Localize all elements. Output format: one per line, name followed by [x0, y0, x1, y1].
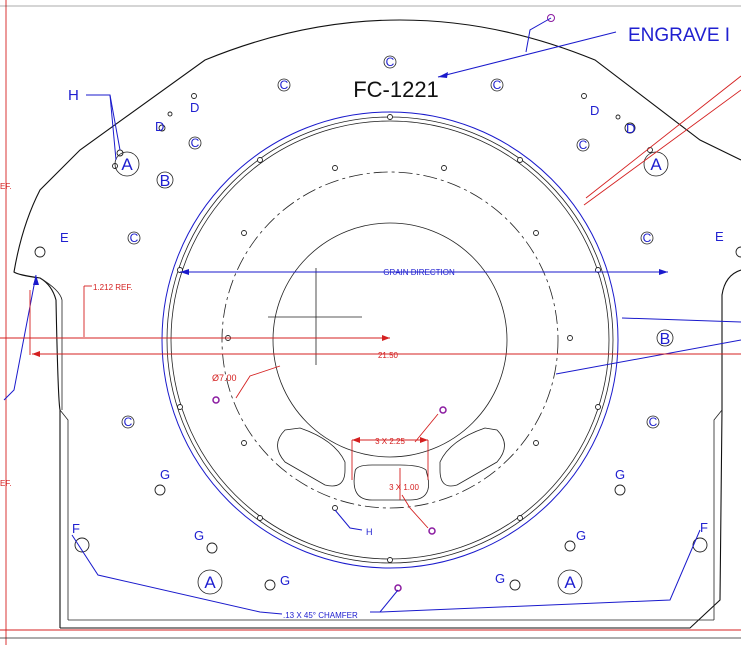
hole-label-a: A [121, 155, 133, 174]
hole-label-c: C [130, 231, 139, 245]
hole-label-c: C [643, 231, 652, 245]
slot-large-dimension: 3 X 2.25 [375, 437, 405, 446]
hole-diameter-dimension: Ø7.00 [212, 373, 237, 383]
arrow-heads [33, 72, 668, 285]
left-ref-label: EF. [0, 182, 12, 191]
hole-label-c: C [579, 138, 588, 152]
hole-label-g: G [615, 467, 625, 482]
overall-width-dimension: 21.50 [378, 351, 399, 360]
chamfer-note: .13 X 45° CHAMFER [283, 611, 358, 620]
part-number: FC-1221 [353, 77, 439, 102]
hole-label-b: B [660, 331, 671, 348]
red-arrow-heads [32, 335, 428, 443]
hole-label-c: C [124, 415, 133, 429]
hole-label-c: C [191, 136, 200, 150]
hole-label-e: E [715, 229, 724, 244]
hole-label-g: G [495, 571, 505, 586]
left-ref-label: EF. [0, 479, 12, 488]
hole-label-b: B [160, 173, 171, 190]
slots [277, 427, 505, 501]
fixture-holes [212, 14, 555, 592]
hole-label-a: A [564, 573, 576, 592]
hole-label-a: A [650, 155, 662, 174]
hole-label-g: G [280, 573, 290, 588]
hole-label-h: H [366, 527, 373, 537]
hole-label-g: G [194, 528, 204, 543]
blue-leaders [3, 17, 741, 615]
hole-label-c: C [649, 415, 658, 429]
c-hole-markers [121, 55, 660, 429]
hole-label-a: A [204, 573, 216, 592]
hole-label-c: C [280, 78, 289, 92]
slot-small-dimension: 3 X 1.00 [389, 483, 419, 492]
small-holes [167, 93, 621, 563]
red-leaders [0, 75, 741, 529]
hole-label-h: H [68, 87, 79, 104]
hole-label-d: D [626, 121, 635, 136]
hole-label-c: C [386, 55, 395, 69]
hole-label-d: D [155, 119, 164, 134]
hole-label-f: F [700, 520, 708, 535]
hole-label-f: F [72, 521, 80, 536]
hole-label-e: E [60, 230, 69, 245]
center-mark [268, 268, 362, 365]
b-hole-markers [156, 171, 674, 347]
ref-height-dimension: 1.212 REF. [93, 283, 133, 292]
hole-label-c: C [493, 78, 502, 92]
hole-label-d: D [190, 100, 199, 115]
hole-label-g: G [160, 467, 170, 482]
left-notch [39, 277, 63, 410]
grain-direction-label: GRAIN DIRECTION [383, 268, 455, 277]
hole-label-g: G [576, 528, 586, 543]
plate-outline [13, 19, 741, 629]
engrave-note: ENGRAVE I [628, 25, 730, 46]
hole-label-d: D [590, 103, 599, 118]
plate-inner-edge [59, 409, 723, 621]
